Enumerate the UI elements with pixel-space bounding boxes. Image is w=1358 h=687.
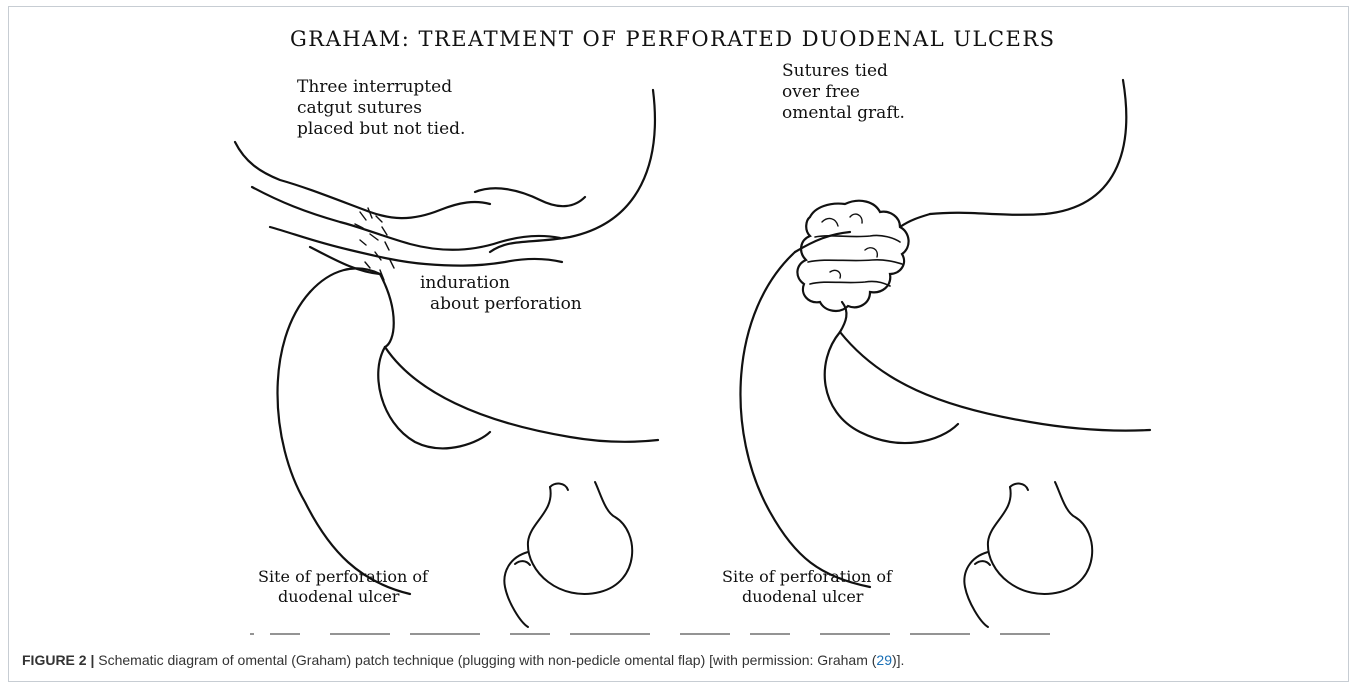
right-drawing-icon bbox=[740, 80, 1150, 587]
left-induration-label: induration about perforation bbox=[420, 273, 582, 314]
right-site-line-1: Site of perforation of bbox=[722, 567, 893, 586]
left-site-line-2: duodenal ulcer bbox=[278, 587, 400, 606]
right-note: Sutures tied over free omental graft. bbox=[782, 61, 905, 123]
right-note-line-2: over free bbox=[782, 82, 860, 102]
right-stomach-inset-icon bbox=[964, 482, 1092, 627]
left-stomach-inset-icon bbox=[504, 482, 632, 627]
caption-label: FIGURE 2 | bbox=[22, 652, 94, 668]
caption-reference-link[interactable]: 29 bbox=[876, 652, 892, 668]
figure-caption: FIGURE 2 | Schematic diagram of omental … bbox=[22, 652, 1342, 668]
left-note-line-2: catgut sutures bbox=[297, 98, 422, 118]
caption-text: Schematic diagram of omental (Graham) pa… bbox=[94, 652, 876, 668]
left-site-label: Site of perforation of duodenal ulcer bbox=[258, 567, 429, 606]
left-note-line-1: Three interrupted bbox=[297, 77, 452, 97]
induration-line-2: about perforation bbox=[430, 294, 582, 314]
left-drawing-icon bbox=[235, 90, 658, 594]
right-note-line-3: omental graft. bbox=[782, 103, 905, 123]
left-note: Three interrupted catgut sutures placed … bbox=[297, 77, 465, 139]
right-note-line-1: Sutures tied bbox=[782, 61, 888, 81]
caption-text-end: )]. bbox=[892, 652, 904, 668]
figure-title: GRAHAM: TREATMENT OF PERFORATED DUODENAL… bbox=[290, 27, 1056, 51]
induration-line-1: induration bbox=[420, 273, 510, 293]
right-site-line-2: duodenal ulcer bbox=[742, 587, 864, 606]
figure-illustration: GRAHAM: TREATMENT OF PERFORATED DUODENAL… bbox=[210, 12, 1160, 642]
left-site-line-1: Site of perforation of bbox=[258, 567, 429, 586]
left-note-line-3: placed but not tied. bbox=[297, 119, 465, 139]
